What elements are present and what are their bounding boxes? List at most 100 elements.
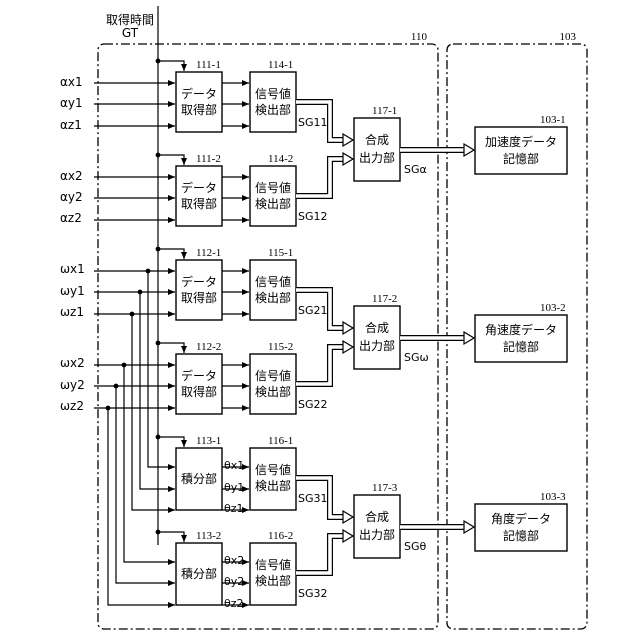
gt-tap-arrow xyxy=(158,61,184,71)
hollow-signal-arrow-inner xyxy=(296,159,344,196)
detector-115-1-line2: 検出部 xyxy=(255,290,291,305)
detector-116-1-ref: 116-1 xyxy=(268,435,293,447)
storage-103-3-line1: 角度データ xyxy=(491,511,551,526)
combiner-box-117-3 xyxy=(354,495,400,558)
detector-115-2-ref: 115-2 xyxy=(268,341,293,353)
sig-sg32: SG32 xyxy=(298,587,328,600)
hollow-signal-arrow-head xyxy=(343,153,353,165)
theta-z2: θz2 xyxy=(224,597,244,610)
input-ay1: αy1 xyxy=(60,96,83,110)
detector-115-1-line1: 信号値 xyxy=(255,274,291,289)
acquire-112-2-line1: データ xyxy=(181,368,217,383)
integrator-113-1-label: 積分部 xyxy=(181,471,217,486)
sig-sg-omega: SGω xyxy=(404,351,429,364)
hollow-signal-arrow-head xyxy=(343,341,353,353)
input-wy2: ωy2 xyxy=(60,378,85,392)
input-wx1: ωx1 xyxy=(60,262,85,276)
hollow-signal-arrow-head xyxy=(343,134,353,146)
acquire-111-1-line2: 取得部 xyxy=(181,102,217,117)
combiner-117-2-line1: 合成 xyxy=(365,320,389,335)
detector-box-114-1 xyxy=(250,72,296,132)
combiner-box-117-2 xyxy=(354,306,400,369)
detector-115-2-line2: 検出部 xyxy=(255,384,291,399)
detector-114-2-line2: 検出部 xyxy=(255,196,291,211)
hollow-signal-arrow xyxy=(296,347,344,384)
acquire-box-111-2 xyxy=(176,166,222,226)
processor-ref: 110 xyxy=(411,31,428,43)
gt-tap-arrow xyxy=(158,155,184,165)
hollow-signal-arrow-inner xyxy=(296,347,344,384)
acquire-112-2-ref: 112-2 xyxy=(196,341,221,353)
storage-103-1-line2: 記憶部 xyxy=(503,151,539,166)
combiner-117-2-line2: 出力部 xyxy=(359,338,395,353)
detector-116-2-line1: 信号値 xyxy=(255,557,291,572)
input-wz1: ωz1 xyxy=(60,305,84,319)
combiner-117-3-ref: 117-3 xyxy=(372,482,398,494)
integrator-113-2-ref: 113-2 xyxy=(196,530,221,542)
storage-103-3-ref: 103-3 xyxy=(540,491,566,503)
hollow-signal-arrow-inner xyxy=(296,536,344,573)
sig-sg31: SG31 xyxy=(298,492,328,505)
integrator-113-2-label: 積分部 xyxy=(181,566,217,581)
hollow-signal-arrow xyxy=(296,159,344,196)
hollow-signal-arrow-head xyxy=(343,530,353,542)
acquire-112-1-ref: 112-1 xyxy=(196,247,221,259)
hollow-signal-arrow-head xyxy=(343,511,353,523)
acquire-111-1-ref: 111-1 xyxy=(196,59,221,71)
acquire-112-1-line2: 取得部 xyxy=(181,290,217,305)
integrator-113-1-ref: 113-1 xyxy=(196,435,221,447)
storage-103-1-line1: 加速度データ xyxy=(485,134,557,149)
detector-114-1-ref: 114-1 xyxy=(268,59,293,71)
input-wx2: ωx2 xyxy=(60,356,85,370)
acquire-111-2-line2: 取得部 xyxy=(181,196,217,211)
input-ay2: αy2 xyxy=(60,190,83,204)
input-az1: αz1 xyxy=(60,118,82,132)
sig-sg-theta: SGθ xyxy=(404,540,427,553)
detector-116-2-ref: 116-2 xyxy=(268,530,293,542)
detector-114-1-line1: 信号値 xyxy=(255,86,291,101)
acquire-112-2-line2: 取得部 xyxy=(181,384,217,399)
omega-tap-arrow xyxy=(116,386,175,583)
combiner-117-1-ref: 117-1 xyxy=(372,105,397,117)
input-az2: αz2 xyxy=(60,211,82,225)
detector-116-1-line1: 信号値 xyxy=(255,462,291,477)
gt-tap-arrow xyxy=(158,249,184,259)
detector-114-1-line2: 検出部 xyxy=(255,102,291,117)
acquire-box-112-1 xyxy=(176,260,222,320)
detector-115-1-ref: 115-1 xyxy=(268,247,293,259)
acquire-box-112-2 xyxy=(176,354,222,414)
output-arrow-alpha-head xyxy=(464,144,474,156)
storage-103-1-ref: 103-1 xyxy=(540,114,566,126)
theta-x1: θx1 xyxy=(224,459,244,472)
acquire-111-1-line1: データ xyxy=(181,86,217,101)
hollow-signal-arrow-head xyxy=(343,322,353,334)
gt-label-line2: GT xyxy=(122,26,139,40)
combiner-117-1-line1: 合成 xyxy=(365,132,389,147)
sig-sg-alpha: SGα xyxy=(404,163,427,176)
theta-y1: θy1 xyxy=(224,481,244,494)
detector-box-114-2 xyxy=(250,166,296,226)
hollow-signal-arrow xyxy=(296,536,344,573)
theta-z1: θz1 xyxy=(224,502,244,515)
input-ax1: αx1 xyxy=(60,75,83,89)
gt-tap-arrow xyxy=(158,437,184,447)
input-wy1: ωy1 xyxy=(60,284,85,298)
output-arrow-omega-head xyxy=(464,332,474,344)
sig-sg11: SG11 xyxy=(298,116,328,129)
detector-box-115-1 xyxy=(250,260,296,320)
acquire-111-2-ref: 111-2 xyxy=(196,153,221,165)
storage-103-2-line2: 記憶部 xyxy=(503,339,539,354)
storage-103-3-line2: 記憶部 xyxy=(503,528,539,543)
sig-sg22: SG22 xyxy=(298,398,328,411)
gt-tap-arrow xyxy=(158,532,184,542)
acquire-112-1-line1: データ xyxy=(181,274,217,289)
combiner-117-3-line1: 合成 xyxy=(365,509,389,524)
detector-116-2-line2: 検出部 xyxy=(255,573,291,588)
detector-114-2-line1: 信号値 xyxy=(255,180,291,195)
gt-label-line1: 取得時間 xyxy=(106,12,154,27)
input-ax2: αx2 xyxy=(60,169,83,183)
detector-116-1-line2: 検出部 xyxy=(255,478,291,493)
storage-103-2-line1: 角速度データ xyxy=(485,322,557,337)
acquire-111-2-line1: データ xyxy=(181,180,217,195)
storage-103-2-ref: 103-2 xyxy=(540,302,566,314)
